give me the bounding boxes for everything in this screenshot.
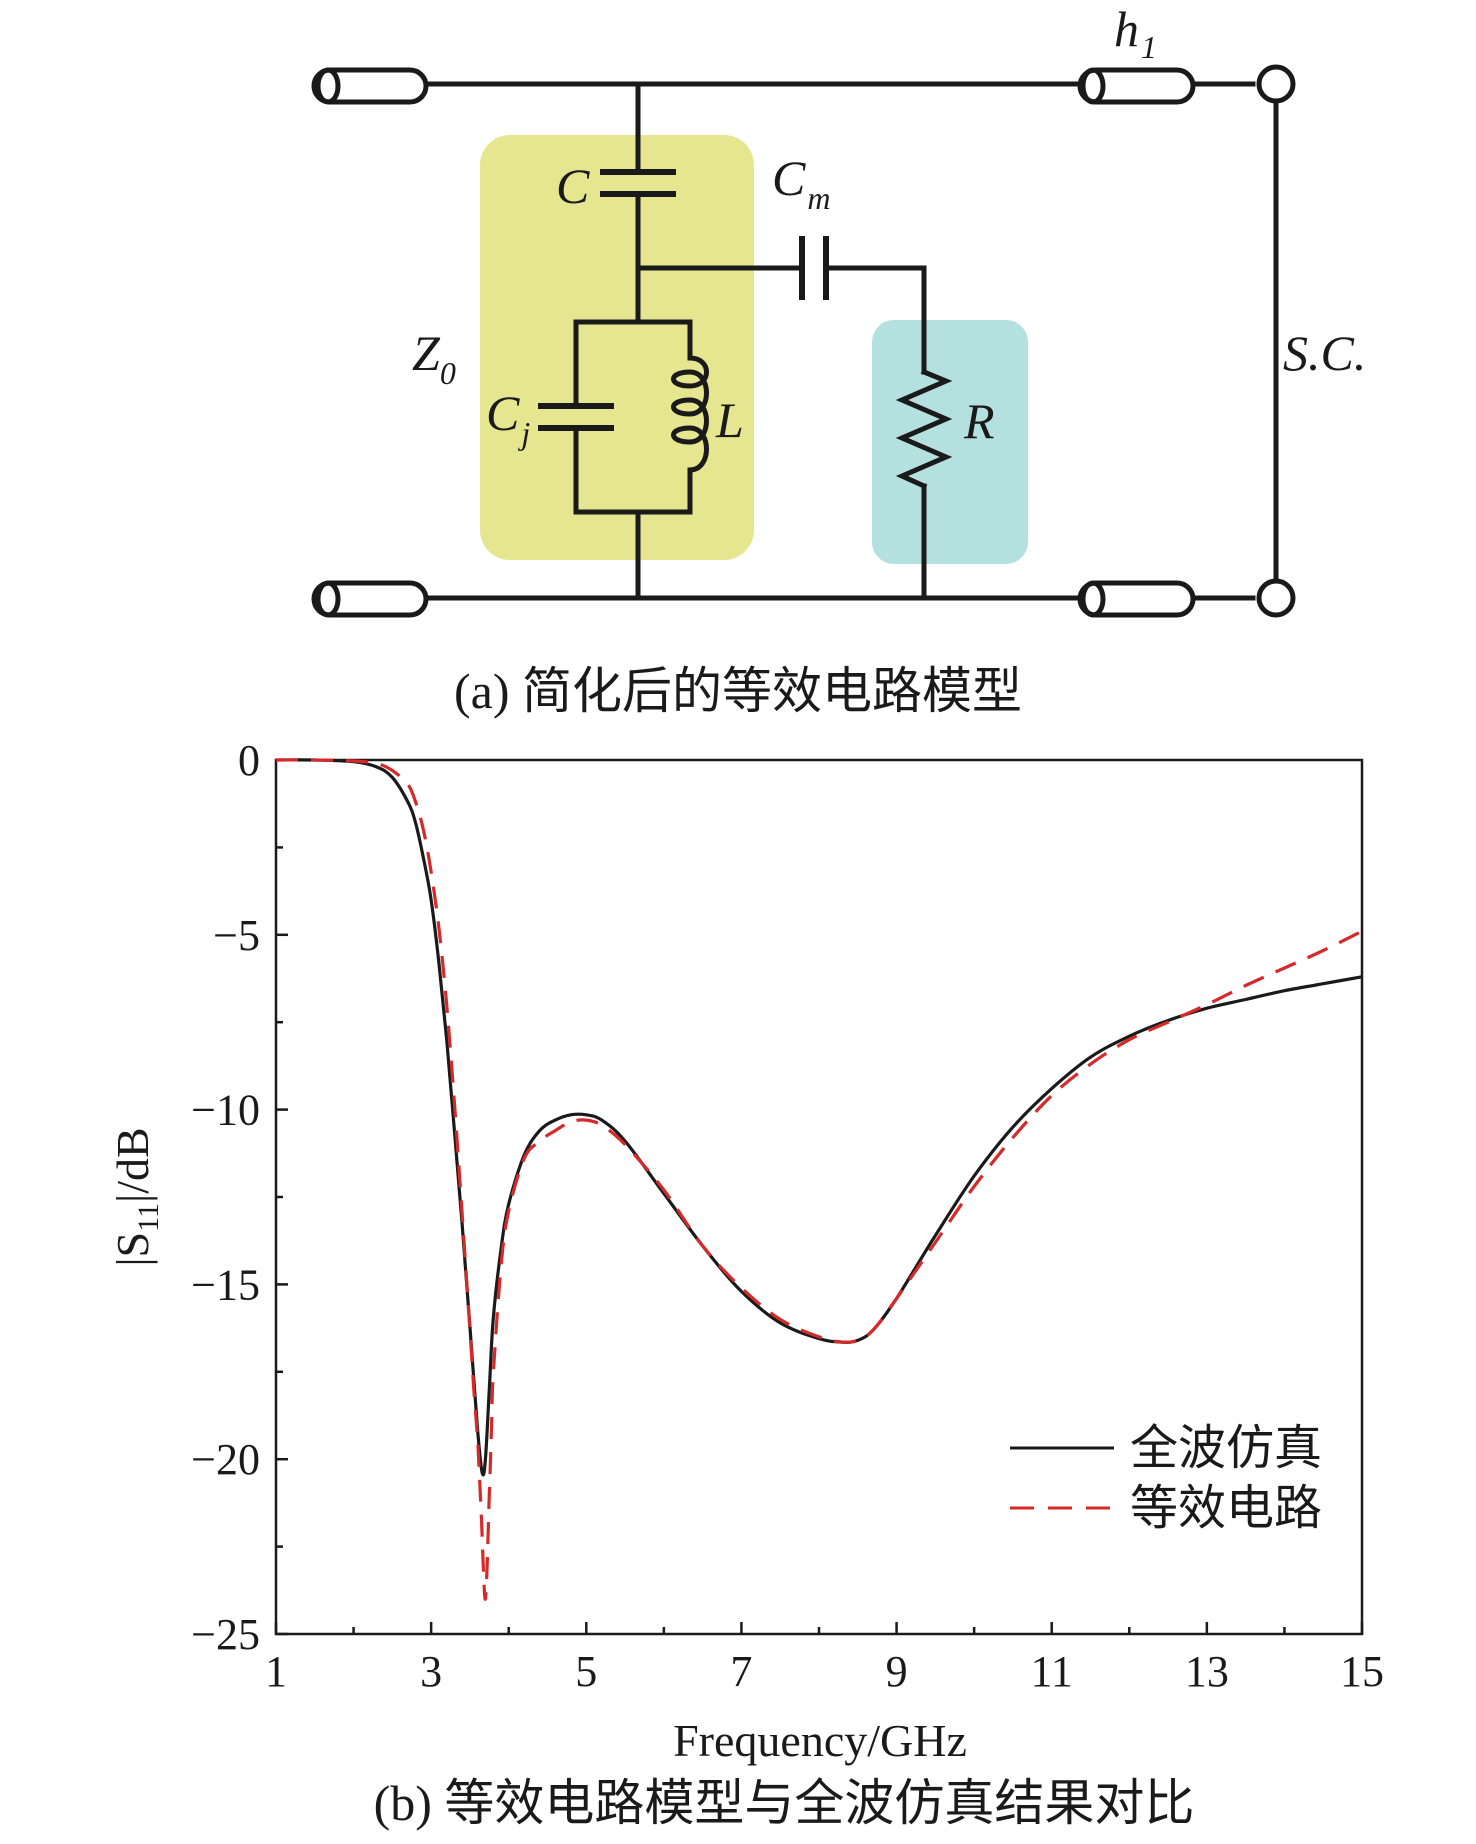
y-tick-label: 0 xyxy=(238,736,260,785)
label-c: C xyxy=(556,158,590,214)
circuit-diagram: C Cm h1 Z0 Cj L R S.C. (a) 简化后的等效电路模型 xyxy=(311,1,1366,719)
x-tick-label: 13 xyxy=(1185,1647,1229,1696)
legend-label-full-wave: 全波仿真 xyxy=(1130,1422,1322,1475)
port-bottom-right xyxy=(1077,580,1196,618)
series-line-equivalent-circuit xyxy=(275,758,1363,1601)
blue-highlight-box xyxy=(872,320,1028,564)
x-tick-label: 15 xyxy=(1340,1647,1384,1696)
legend-label-circuit: 等效电路 xyxy=(1130,1482,1322,1535)
x-tick-label: 11 xyxy=(1031,1647,1073,1696)
x-tick-label: 3 xyxy=(420,1647,442,1696)
y-tick-label: −5 xyxy=(213,911,260,960)
capacitor-cj xyxy=(538,403,614,431)
label-cm: Cm xyxy=(772,150,830,216)
x-tick-label: 5 xyxy=(575,1647,597,1696)
label-l: L xyxy=(715,392,744,448)
label-sc: S.C. xyxy=(1283,325,1366,381)
port-top-left xyxy=(311,67,429,105)
x-tick-label: 9 xyxy=(886,1647,908,1696)
y-tick-label: −15 xyxy=(191,1260,260,1309)
x-tick-label: 7 xyxy=(730,1647,752,1696)
label-cj: Cj xyxy=(486,385,530,451)
label-h1: h1 xyxy=(1114,1,1157,65)
inductor-l xyxy=(671,355,709,473)
green-highlight-box xyxy=(480,135,754,560)
legend: 全波仿真 等效电路 xyxy=(1010,1422,1322,1535)
caption-a: (a) 简化后的等效电路模型 xyxy=(454,663,1022,719)
resistor-r xyxy=(895,368,953,490)
y-tick-label: −10 xyxy=(191,1086,260,1135)
terminal-top xyxy=(1256,64,1296,104)
port-top-right xyxy=(1077,67,1196,105)
series-layer xyxy=(275,758,1363,1601)
x-tick-label: 1 xyxy=(265,1647,287,1696)
capacitor-cm xyxy=(799,236,829,300)
y-tick-label: −20 xyxy=(191,1435,260,1484)
label-r: R xyxy=(963,393,995,449)
label-z0: Z0 xyxy=(412,325,456,391)
capacitor-c xyxy=(600,169,676,197)
y-tick-label: −25 xyxy=(191,1610,260,1659)
y-axis-label: |S11|/dB xyxy=(107,1127,165,1266)
caption-b: (b) 等效电路模型与全波仿真结果对比 xyxy=(374,1775,1195,1831)
x-axis-label: Frequency/GHz xyxy=(673,1715,967,1766)
terminal-bottom xyxy=(1256,578,1296,618)
series-line-full-wave xyxy=(275,758,1363,1477)
port-bottom-left xyxy=(311,580,429,618)
y-tick-labels: 0 −5 −10 −15 −20 −25 xyxy=(191,736,260,1659)
